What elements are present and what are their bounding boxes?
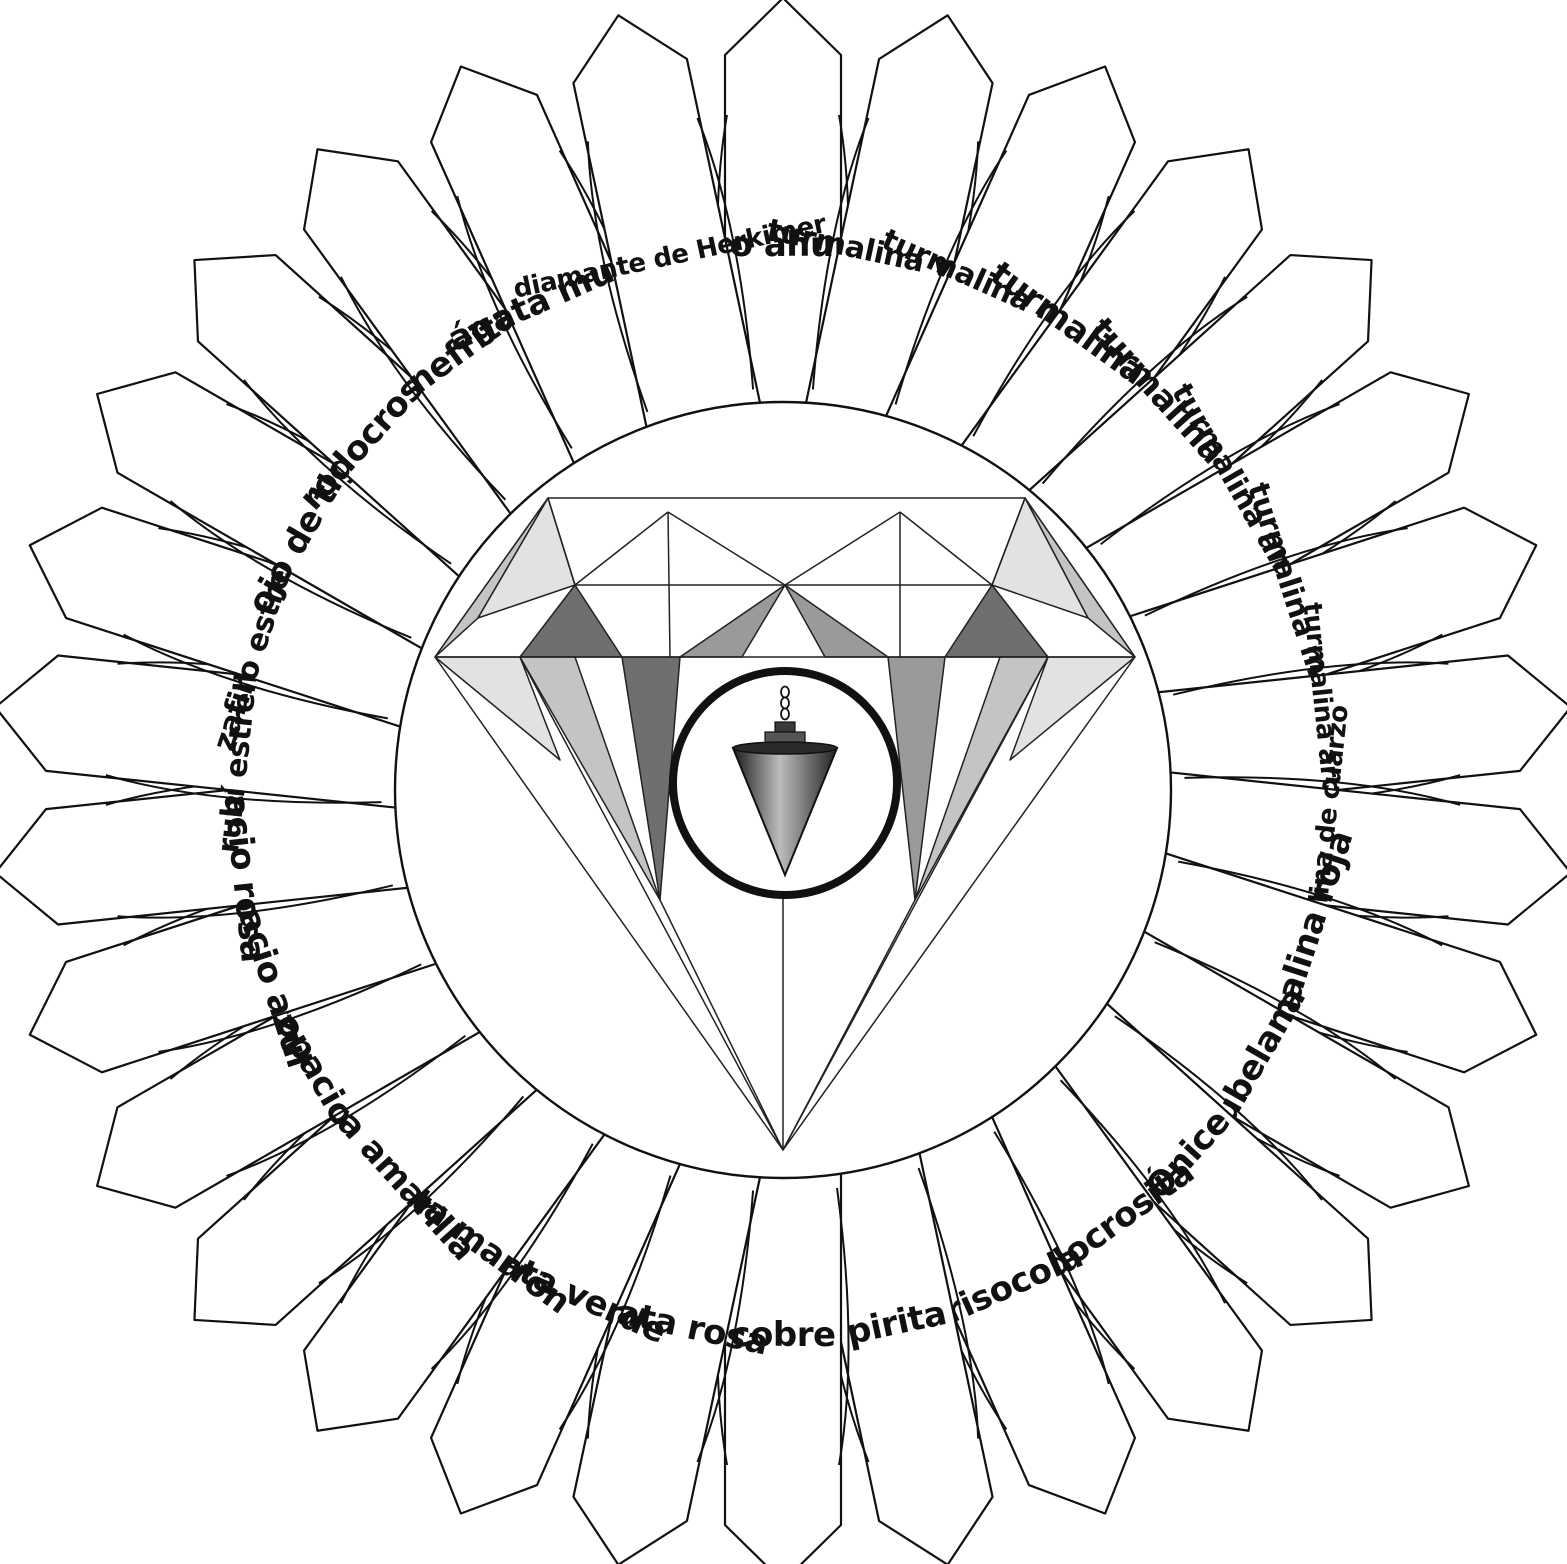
pendulum-bob-top — [733, 742, 837, 754]
pendulum-cap — [775, 722, 795, 732]
pendulum-icon — [673, 671, 897, 895]
